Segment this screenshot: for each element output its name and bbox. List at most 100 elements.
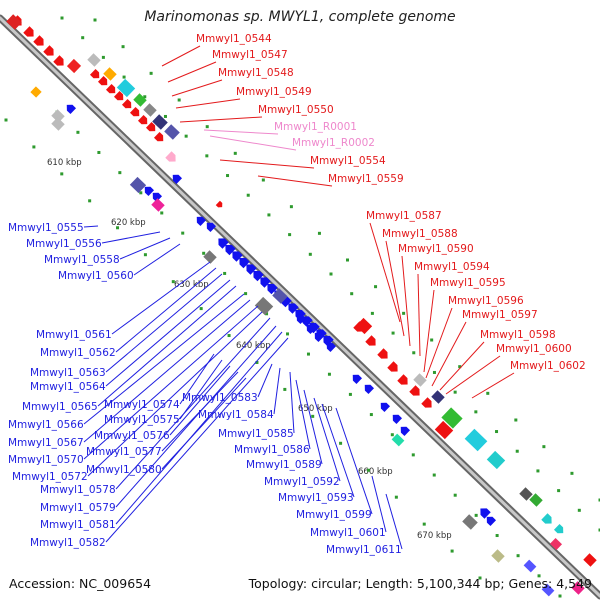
gene-arrow-reverse bbox=[326, 342, 337, 353]
minor-tick bbox=[227, 334, 231, 338]
gene-block-shape bbox=[116, 78, 136, 98]
gene-block-shape bbox=[51, 109, 65, 123]
minor-tick bbox=[450, 549, 454, 553]
gene-block bbox=[116, 78, 136, 98]
gene-label: Mmwyl1_0584 bbox=[198, 409, 274, 421]
minor-tick bbox=[244, 292, 248, 296]
gene-arrow-forward-shape bbox=[89, 68, 100, 79]
minor-tick bbox=[226, 174, 230, 178]
gene-arrow-forward bbox=[387, 361, 398, 372]
gene-label: Mmwyl1_0602 bbox=[510, 360, 586, 372]
gene-label: Mmwyl1_0611 bbox=[326, 544, 402, 556]
gene-block-shape bbox=[66, 58, 82, 74]
minor-tick bbox=[514, 418, 518, 422]
minor-tick bbox=[60, 16, 64, 20]
gene-label: Mmwyl1_0585 bbox=[218, 428, 294, 440]
gene-block-shape bbox=[30, 86, 42, 98]
minor-tick bbox=[255, 360, 259, 364]
gene-arrow-forward bbox=[89, 68, 100, 79]
gene-arrow-reverse-shape bbox=[172, 174, 183, 185]
gene-block bbox=[462, 514, 478, 530]
gene-block-shape bbox=[434, 420, 454, 440]
gene-arrow-reverse bbox=[253, 270, 264, 282]
gene-arrow-forward-shape bbox=[129, 106, 140, 117]
gene-label: Mmwyl1_0561 bbox=[36, 329, 112, 341]
gene-arrow-forward bbox=[23, 26, 34, 37]
gene-block-shape bbox=[129, 176, 147, 194]
gene-block bbox=[431, 390, 445, 404]
rna-arrow bbox=[165, 151, 176, 162]
minor-tick bbox=[495, 534, 499, 538]
gene-arrow-reverse bbox=[380, 402, 391, 413]
kbp-tick-label: 630 kbp bbox=[174, 280, 209, 290]
gene-arrow-forward-shape bbox=[53, 55, 64, 66]
gene-label: Mmwyl1_0570 bbox=[8, 454, 84, 466]
gene-arrow-forward-shape bbox=[33, 35, 44, 46]
minor-tick bbox=[432, 370, 436, 374]
leader-line bbox=[83, 293, 245, 425]
minor-tick bbox=[453, 493, 457, 497]
gene-arrow-forward bbox=[129, 106, 140, 117]
gene-block-shape bbox=[391, 433, 405, 447]
gene-arrow-reverse bbox=[152, 192, 163, 203]
gene-arrow-forward-shape bbox=[113, 90, 124, 101]
gene-label: Mmwyl1_0596 bbox=[448, 295, 524, 307]
gene-arrow-reverse-shape bbox=[246, 264, 257, 275]
leader-line bbox=[175, 98, 241, 109]
leader-line bbox=[105, 337, 289, 543]
minor-tick bbox=[149, 71, 153, 75]
gene-block-shape bbox=[486, 450, 506, 470]
minor-tick bbox=[267, 213, 271, 217]
gene-block-shape bbox=[491, 549, 505, 563]
minor-tick bbox=[286, 332, 290, 336]
gene-block-shape bbox=[462, 514, 478, 530]
leader-line bbox=[179, 359, 223, 420]
gene-arrow-reverse bbox=[480, 508, 491, 519]
minor-tick bbox=[121, 45, 125, 49]
gene-block-shape bbox=[355, 317, 373, 335]
minor-tick bbox=[453, 390, 457, 394]
minor-tick bbox=[143, 95, 147, 99]
gene-block-shape bbox=[464, 428, 488, 452]
minor-tick bbox=[458, 365, 462, 369]
gene-label: Mmwyl1_0558 bbox=[44, 254, 120, 266]
gene-block-shape bbox=[143, 103, 157, 117]
gene-arrow-reverse-shape bbox=[260, 277, 271, 288]
gene-label: Mmwyl1_0574 bbox=[104, 399, 180, 411]
leader-line bbox=[313, 397, 341, 482]
gene-block bbox=[434, 420, 454, 440]
leader-line bbox=[273, 367, 281, 415]
accession-text: Accession: NC_009654 bbox=[9, 576, 152, 591]
gene-arrow-reverse-shape bbox=[306, 324, 317, 335]
gene-label: Mmwyl1_0559 bbox=[328, 173, 404, 185]
gene-label: Mmwyl1_0547 bbox=[212, 49, 288, 61]
gene-block-shape bbox=[413, 373, 427, 387]
leader-line bbox=[115, 331, 283, 525]
leader-line bbox=[115, 317, 271, 490]
gene-block bbox=[519, 487, 533, 501]
leader-line bbox=[423, 289, 435, 373]
gene-arrow-reverse bbox=[232, 251, 243, 262]
gene-block bbox=[491, 549, 505, 563]
minor-tick bbox=[93, 18, 97, 22]
gene-label: Mmwyl1_0579 bbox=[40, 502, 116, 514]
leader-line bbox=[219, 159, 315, 169]
gene-arrow-reverse bbox=[196, 216, 207, 227]
leader-line bbox=[105, 273, 223, 373]
gene-label: Mmwyl1_0555 bbox=[8, 222, 84, 234]
gene-block bbox=[583, 553, 597, 567]
gene-block bbox=[87, 53, 101, 67]
minor-tick bbox=[536, 469, 540, 473]
minor-tick bbox=[32, 145, 36, 149]
gene-arrow-reverse bbox=[288, 303, 299, 314]
gene-arrow-reverse bbox=[218, 238, 229, 249]
gene-block bbox=[6, 14, 22, 30]
gene-block bbox=[203, 250, 217, 264]
minor-tick bbox=[265, 312, 269, 316]
gene-arrow-reverse-shape bbox=[152, 192, 163, 203]
gene-label: Mmwyl1_0576 bbox=[94, 430, 170, 442]
gene-arrow-forward-shape bbox=[541, 513, 552, 524]
leader-line bbox=[83, 305, 259, 460]
